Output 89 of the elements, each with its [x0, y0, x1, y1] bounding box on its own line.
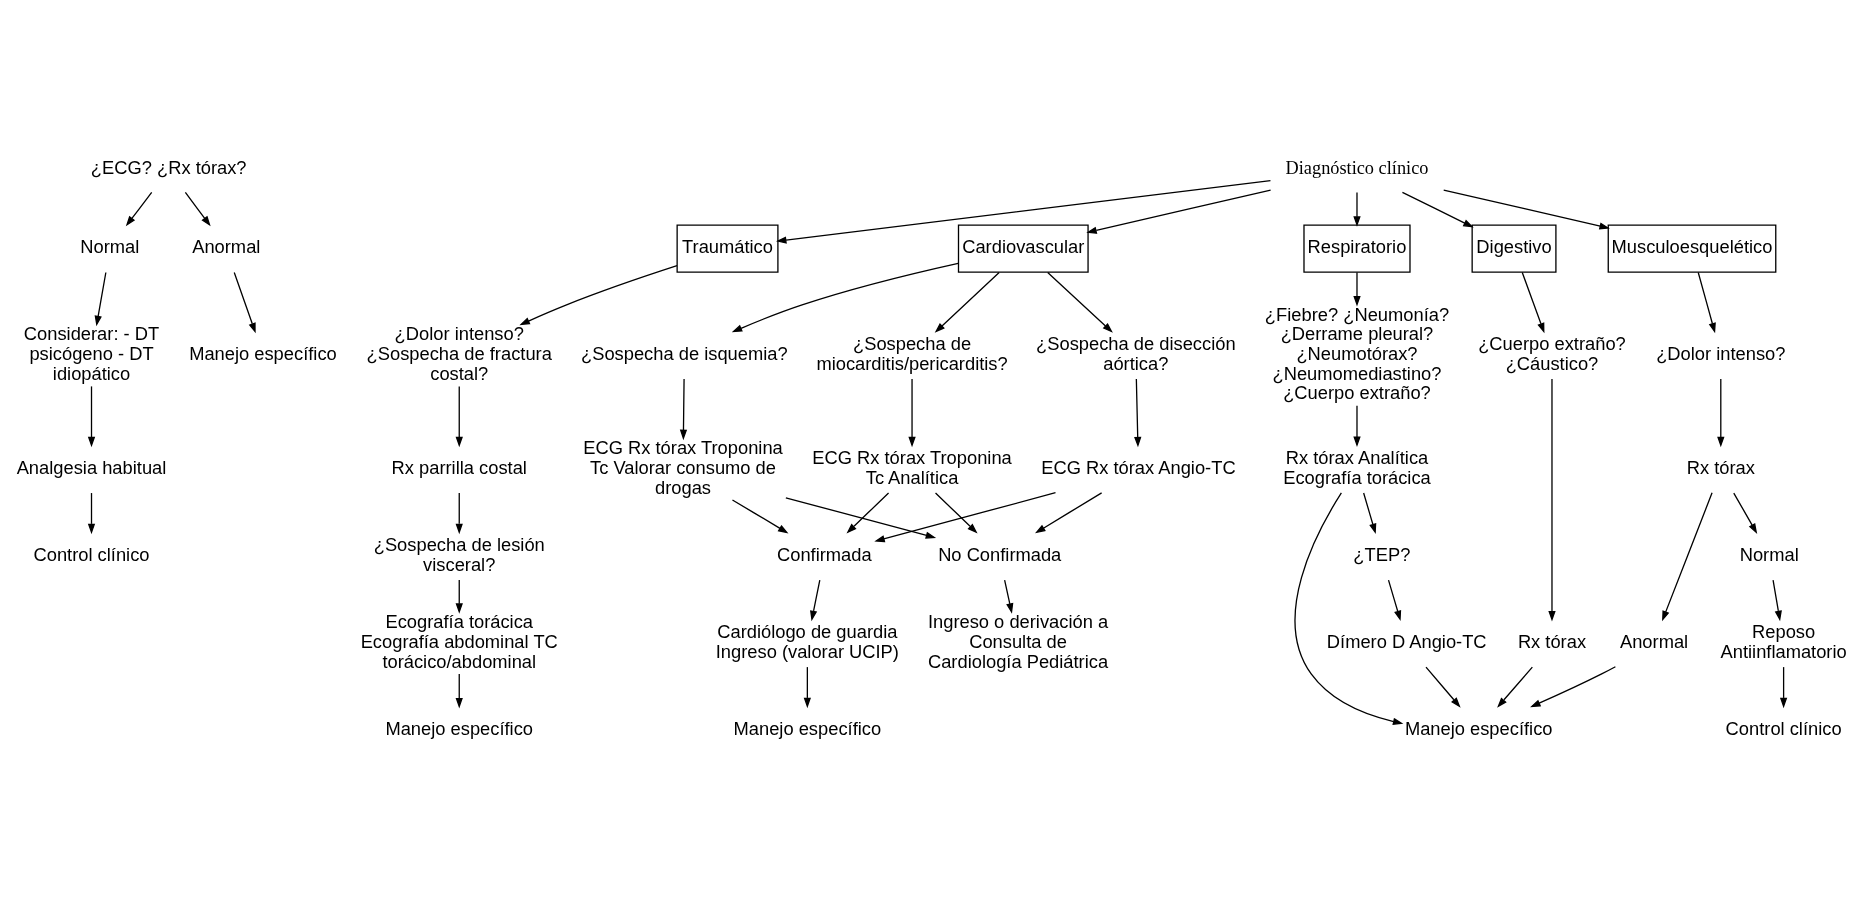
arrow	[731, 262, 959, 333]
arrow	[1294, 492, 1404, 726]
node-box: Musculoesquelético	[1607, 224, 1777, 273]
arrow	[94, 271, 107, 327]
node-text: ¿Dolor intenso? ¿Sospecha de fractura costal?	[366, 323, 552, 384]
arrow	[1363, 492, 1377, 535]
arrow	[1387, 579, 1402, 622]
node-text: Ecografía torácica Ecografía abdominal TC torácico/abdominal	[360, 611, 558, 672]
arrow	[1353, 405, 1361, 448]
arrow	[810, 579, 821, 622]
node-text: Manejo específico	[1404, 718, 1553, 740]
arrow	[1662, 492, 1713, 622]
node-text: Control clínico	[1725, 718, 1842, 740]
arrow	[785, 497, 937, 539]
arrow	[1697, 271, 1716, 334]
arrow	[1134, 378, 1142, 448]
arrow	[455, 673, 463, 709]
arrow	[455, 579, 463, 614]
node-text: Normal	[80, 236, 140, 258]
node-text: No Confirmada	[938, 544, 1062, 565]
node-box: Respiratorio	[1303, 224, 1411, 273]
arrow	[1772, 579, 1782, 622]
arrow	[233, 271, 256, 334]
arrow	[455, 492, 463, 535]
arrow	[1733, 492, 1758, 534]
node-text: ¿Sospecha de lesión visceral?	[373, 534, 545, 575]
arrow	[1717, 378, 1725, 448]
node-text: Manejo específico	[385, 718, 534, 740]
arrow	[1521, 271, 1545, 334]
node-text: ¿ECG? ¿Rx tórax?	[90, 156, 247, 178]
node-text: ECG Rx tórax Troponina Tc Analítica	[812, 447, 1012, 488]
arrow	[679, 378, 688, 441]
arrow	[125, 191, 153, 227]
node-text: Confirmada	[777, 544, 872, 565]
node-text: ¿Cuerpo extraño? ¿Cáustico?	[1478, 333, 1626, 374]
node-text: Analgesia habitual	[16, 456, 167, 478]
arrow	[519, 265, 678, 326]
node-text: Ingreso o derivación a Consulta de Cardiología Pediátrica	[927, 611, 1109, 672]
arrow	[934, 492, 978, 534]
node-text: ¿TEP?	[1353, 544, 1411, 565]
arrow	[803, 666, 812, 709]
node-text: ¿Sospecha de miocarditis/pericarditis?	[816, 333, 1008, 374]
node-box: Traumático	[676, 224, 779, 273]
arrow	[1497, 666, 1533, 708]
arrow	[87, 385, 96, 448]
node-text: Dímero D Angio-TC	[1326, 631, 1487, 653]
node-text: Cardiólogo de guardia Ingreso (valorar UCIP)	[715, 621, 899, 662]
arrow	[1003, 579, 1014, 614]
arrow	[934, 271, 1000, 333]
node-text: Rx tórax	[1686, 456, 1755, 478]
node-text: ¿Fiebre? ¿Neumonía? ¿Derrame pleural? ¿Neumotórax? ¿Neumomediastino? ¿Cuerpo extraño?	[1264, 303, 1450, 404]
arrow	[87, 492, 96, 535]
node-box: Digestivo	[1471, 224, 1557, 273]
arrow	[1548, 378, 1556, 622]
arrow	[1443, 189, 1610, 230]
node-text: Diagnóstico clínico	[1285, 157, 1429, 178]
node-text: ECG Rx tórax Angio-TC	[1041, 456, 1236, 478]
node-text: ¿Sospecha de isquemia?	[581, 343, 788, 365]
node-text: Considerar: - DT psicógeno - DT idiopático	[23, 323, 160, 384]
node-text: Anormal	[1619, 631, 1689, 653]
arrow	[1035, 492, 1103, 534]
node-box: Cardiovascular	[957, 224, 1089, 273]
node-text: Control clínico	[33, 544, 150, 565]
node-text: Anormal	[192, 236, 261, 258]
arrow	[775, 180, 1272, 244]
arrow	[908, 378, 916, 448]
node-text: Manejo específico	[189, 343, 337, 365]
node-text: Rx parrilla costal	[391, 456, 527, 478]
node-text: ¿Sospecha de disección aórtica?	[1036, 333, 1236, 374]
node-text: Rx tórax	[1517, 631, 1587, 653]
arrow	[1530, 666, 1617, 708]
arrow	[1425, 666, 1461, 708]
arrow	[455, 385, 463, 448]
arrow	[1779, 666, 1788, 709]
node-text: Normal	[1739, 544, 1799, 565]
arrow	[1401, 191, 1474, 228]
arrow	[731, 499, 789, 534]
node-text: Reposo Antiinflamatorio	[1720, 621, 1847, 662]
node-text: Manejo específico	[733, 718, 882, 740]
arrow	[184, 191, 211, 227]
arrow	[846, 492, 890, 534]
arrow	[1086, 189, 1272, 234]
node-text: ECG Rx tórax Troponina Tc Valorar consumo de drogas	[583, 437, 783, 498]
node-text: ¿Dolor intenso?	[1656, 343, 1786, 365]
arrow	[874, 492, 1057, 543]
node-text: Rx tórax Analítica Ecografía torácica	[1283, 447, 1431, 488]
arrow	[1353, 191, 1361, 227]
arrow	[1353, 271, 1361, 307]
arrow	[1047, 271, 1113, 333]
